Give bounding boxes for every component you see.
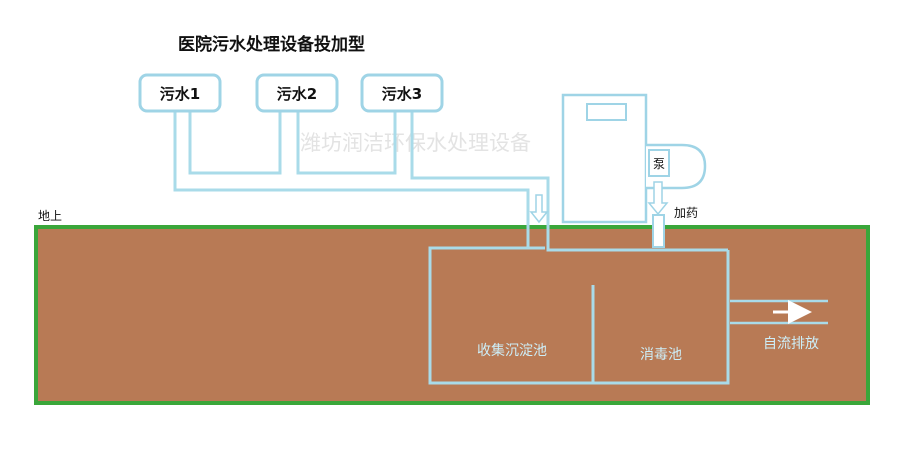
underground-area	[34, 225, 870, 405]
tank-outline	[428, 246, 730, 385]
inflow-arrow-icon	[529, 194, 549, 224]
inlet-pipes	[173, 110, 728, 252]
pump-box	[648, 149, 670, 177]
watermark-text: 潍坊润洁环保水处理设备	[300, 131, 531, 155]
inlet-box-3: 污水3	[360, 73, 444, 113]
dosing-pipe	[652, 214, 665, 248]
control-panel-window	[586, 103, 627, 121]
collection-tank-label: 收集沉淀池	[477, 342, 547, 359]
inlet-box-2: 污水2	[255, 73, 339, 113]
inlet-label-1: 污水1	[160, 85, 200, 103]
equipment-cabinet	[561, 93, 648, 224]
outlet-label: 自流排放	[763, 336, 819, 352]
pump-label: 泵	[653, 157, 665, 171]
inlet-label-3: 污水3	[382, 85, 422, 103]
inlet-label-2: 污水2	[277, 85, 317, 103]
dosing-arrow-icon	[647, 181, 669, 216]
diagram-title: 医院污水处理设备投加型	[178, 34, 365, 55]
dosing-tank: 泵	[646, 143, 707, 190]
disinfection-tank-label: 消毒池	[640, 347, 682, 363]
ground-label: 地上	[38, 209, 62, 223]
inlet-box-1: 污水1	[138, 73, 222, 113]
dosing-label: 加药	[674, 206, 698, 220]
